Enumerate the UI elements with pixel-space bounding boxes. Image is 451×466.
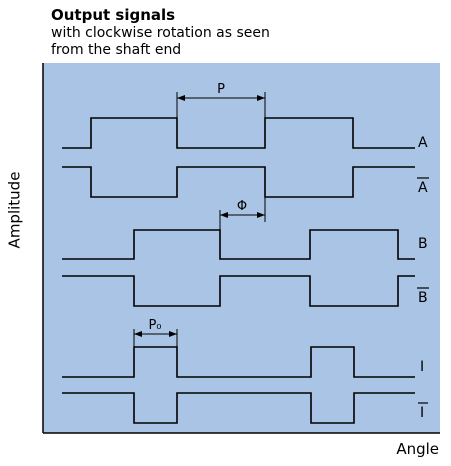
- subtitle-line-1: with clockwise rotation as seen: [51, 25, 270, 41]
- phase-arrow-left: [220, 212, 228, 218]
- phase-arrow-right: [257, 212, 265, 218]
- signal-label-a: A: [418, 135, 428, 151]
- diagram-subtitle: with clockwise rotation as seen from the…: [51, 25, 270, 59]
- index-width-label: P₀: [148, 318, 161, 333]
- signal-i-bar-waveform: [62, 392, 415, 424]
- signal-a-waveform: [62, 117, 415, 149]
- signal-i-waveform: [62, 346, 415, 378]
- signal-b-bar-waveform: [62, 275, 415, 307]
- plot-panel: [43, 63, 440, 433]
- index-width-arrow-right: [169, 331, 177, 337]
- phase-label: Φ: [237, 199, 247, 214]
- signal-label-b-bar: B: [418, 290, 428, 306]
- signal-label-i: I: [420, 359, 424, 375]
- signal-label-b: B: [418, 236, 428, 252]
- period-label: P: [217, 82, 225, 97]
- signal-label-a-bar: A: [418, 180, 428, 196]
- index-width-arrow-left: [134, 331, 142, 337]
- signal-b-waveform: [62, 229, 415, 260]
- diagram-title: Output signals: [51, 6, 176, 24]
- x-axis-label: Angle: [396, 440, 439, 458]
- period-arrow-right: [257, 95, 265, 101]
- signal-label-i-bar: I: [420, 405, 424, 421]
- period-arrow-left: [177, 95, 185, 101]
- signal-a-bar-waveform: [62, 166, 415, 198]
- subtitle-line-2: from the shaft end: [51, 42, 182, 58]
